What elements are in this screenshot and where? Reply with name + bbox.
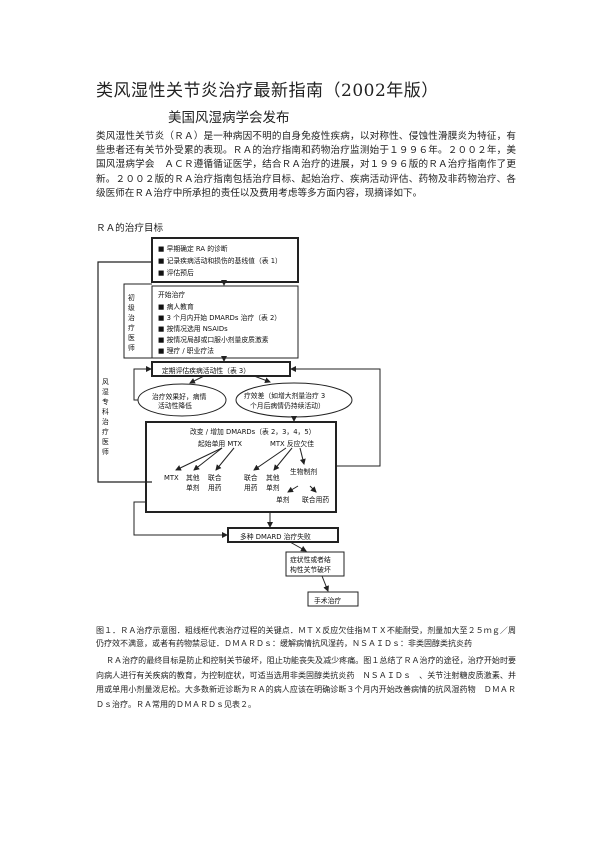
right-leaf-other-1: 其他 — [266, 473, 280, 482]
assess-label: 定期评估疾病活动性（表 3） — [162, 366, 250, 375]
branch-left-label: 起始单用 MTX — [198, 439, 242, 448]
body-paragraph-2: ＲＡ治疗的最终目标是防止和控制关节破坏，阻止功能丧失及减少疼痛。图１总结了ＲＡ治… — [96, 656, 516, 709]
poor-response-oval — [235, 382, 353, 418]
specialist-physician-label: 风 湿 专 科 治 疗 医 师 — [102, 378, 109, 456]
leaf-other-single-1: 其他 — [186, 473, 200, 482]
primary-char: 师 — [128, 343, 135, 352]
multi-dmard-failure-box — [227, 527, 339, 543]
leaf-combo-2: 用药 — [208, 483, 222, 492]
page-title: 类风湿性关节炎治疗最新指南（2002年版） — [96, 81, 439, 101]
joint-damage-line-2: 构性关节破坏 — [290, 565, 331, 574]
primary-bracket — [123, 283, 152, 359]
poor-oval-line-1: 疗效差（如增大剂量治疗 3 — [244, 391, 325, 400]
section-label: ＲＡ的治疗目标 — [96, 223, 164, 234]
right-leaf-other-2: 单剂 — [266, 483, 280, 492]
specialist-char: 师 — [102, 447, 109, 456]
specialist-char: 治 — [102, 417, 109, 426]
box1-line-1: ■ 早期确定 RA 的诊断 — [158, 244, 228, 253]
specialist-char: 医 — [102, 438, 109, 446]
box2-line-3: ■ 按情况选用 NSAIDs — [158, 324, 228, 333]
page-subtitle: 美国风湿病学会发布 — [168, 110, 290, 126]
primary-char: 初 — [128, 293, 135, 302]
surgery-label: 手术治疗 — [314, 596, 341, 605]
primary-char: 医 — [128, 334, 135, 342]
good-oval-line-1: 治疗效果好，病情 — [152, 392, 207, 401]
leaf-other-single-2: 单剂 — [186, 483, 200, 492]
box1-line-3: ■ 评估预后 — [158, 268, 194, 277]
box2-line-1: ■ 病人教育 — [158, 302, 194, 311]
good-oval-line-2: 活动性降低 — [158, 401, 192, 410]
branch-right-label: MTX 反应欠佳 — [270, 439, 314, 448]
specialist-char: 疗 — [102, 427, 109, 436]
box2-line-4: ■ 按情况局部或口服小剂量皮质激素 — [158, 335, 269, 344]
specialist-char: 科 — [102, 407, 109, 416]
right-leaf-combo-1: 联合 — [244, 473, 258, 482]
specialist-char: 湿 — [102, 387, 109, 396]
surgery-box — [307, 591, 359, 607]
primary-physician-label: 初 级 治 疗 医 师 — [128, 293, 135, 352]
treatment-flowchart: ■ 早期确定 RA 的诊断 ■ 记录疾病活动和损伤的基线值（表 1） ■ 评估预… — [97, 237, 381, 607]
primary-char: 治 — [128, 313, 135, 322]
right-leaf-combo-2: 用药 — [244, 483, 258, 492]
joint-damage-line-1: 症状性或者结 — [290, 555, 331, 564]
box4-title: 改变 / 增加 DMARDs（表 2，3，4，5） — [190, 427, 315, 436]
intro-paragraph: 类风湿性关节炎（ＲＡ）是一种病因不明的自身免疫性疾病，以对称性、侵蚀性滑膜炎为特… — [96, 131, 516, 199]
multi-dmard-failure-label: 多种 DMARD 治疗失败 — [240, 532, 311, 541]
figure-caption: 图１．ＲＡ治疗示意图．粗线框代表治疗过程的关键点．ＭＴＸ反应欠佳指ＭＴＸ不能耐受… — [96, 626, 516, 648]
box2-line-2: ■ 3 个月内开始 DMARDs 治疗（表 2） — [158, 313, 281, 322]
joint-damage-box — [285, 551, 345, 577]
primary-char: 疗 — [128, 323, 135, 332]
specialist-bracket — [97, 261, 152, 483]
primary-char: 级 — [128, 303, 135, 312]
box2-line-5: ■ 理疗 / 职业疗法 — [158, 346, 214, 355]
specialist-char: 风 — [102, 378, 109, 386]
leaf-combo-1: 联合 — [208, 473, 222, 482]
box1-line-2: ■ 记录疾病活动和损伤的基线值（表 1） — [158, 256, 282, 265]
poor-oval-line-2: 个月后病情仍持续活动） — [250, 401, 325, 410]
change-dmards-box — [145, 421, 337, 513]
bio-label: 生物制剂 — [290, 467, 317, 476]
bio-single: 单剂 — [276, 495, 290, 504]
leaf-mtx: MTX — [164, 474, 179, 482]
specialist-char: 专 — [102, 397, 109, 406]
box2-title: 开始治疗 — [158, 290, 185, 299]
bio-combo: 联合用药 — [302, 495, 329, 504]
